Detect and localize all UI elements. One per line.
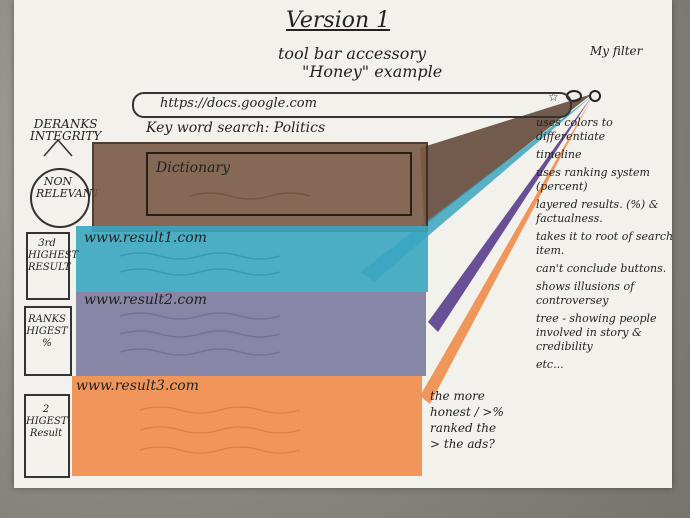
ray-purple — [428, 96, 592, 332]
star-icon: ☆ — [548, 90, 559, 104]
result2-side-box — [24, 306, 72, 376]
feature-item: uses ranking system (percent) — [536, 166, 650, 193]
result1-url[interactable]: www.result1.com — [84, 230, 207, 246]
dictionary-box — [146, 152, 412, 216]
non-relevant-label: NON RELEVANT — [36, 175, 100, 200]
page-title: Version 1 — [286, 8, 391, 33]
result1-side-box — [26, 232, 70, 300]
feature-list: uses colors to differentiate timeline us… — [536, 116, 682, 376]
result1-side-label: 3rd HIGHEST RESULT — [28, 238, 79, 273]
result2-url[interactable]: www.result2.com — [84, 292, 207, 308]
feature-item: tree - showing people involved in story … — [536, 312, 657, 353]
feature-item: takes it to root of search item. — [536, 230, 674, 257]
feature-item: layered results. (%) & factualness. — [536, 198, 659, 225]
result3-side-label: 2 HIGEST Result — [26, 404, 68, 439]
ray-orange — [420, 98, 592, 404]
honest-note: the more honest / >% ranked the > the ad… — [430, 389, 504, 451]
result3-band — [72, 376, 422, 476]
result2-band — [76, 292, 426, 376]
feature-item: etc... — [536, 358, 564, 371]
result1-band — [76, 226, 428, 292]
url-bar[interactable] — [132, 92, 572, 118]
result3-side-box — [24, 394, 70, 478]
feature-item: uses colors to differentiate — [536, 116, 613, 143]
result3-url[interactable]: www.result3.com — [76, 378, 199, 394]
deranks-label: DERANKS INTEGRITY — [30, 117, 102, 143]
non-relevant-oval — [30, 168, 90, 228]
filter-icon — [589, 90, 601, 102]
url-text: https://docs.google.com — [160, 96, 317, 111]
feature-item: can't conclude buttons. — [536, 262, 667, 275]
result2-side-label: RANKS HIGEST % — [26, 314, 68, 349]
subtitle-line2: "Honey" example — [302, 62, 443, 81]
subtitle-line1: tool bar accessory — [278, 44, 427, 63]
feature-item: shows illusions of controversey — [536, 280, 635, 307]
dictionary-label: Dictionary — [156, 160, 231, 176]
dictionary-band — [92, 142, 428, 232]
my-filter-label: My filter — [590, 44, 643, 58]
ray-brown — [420, 94, 592, 226]
deranks-arrow — [43, 138, 73, 157]
keyword-search: Key word search: Politics — [146, 120, 326, 136]
feature-item: timeline — [536, 148, 582, 161]
